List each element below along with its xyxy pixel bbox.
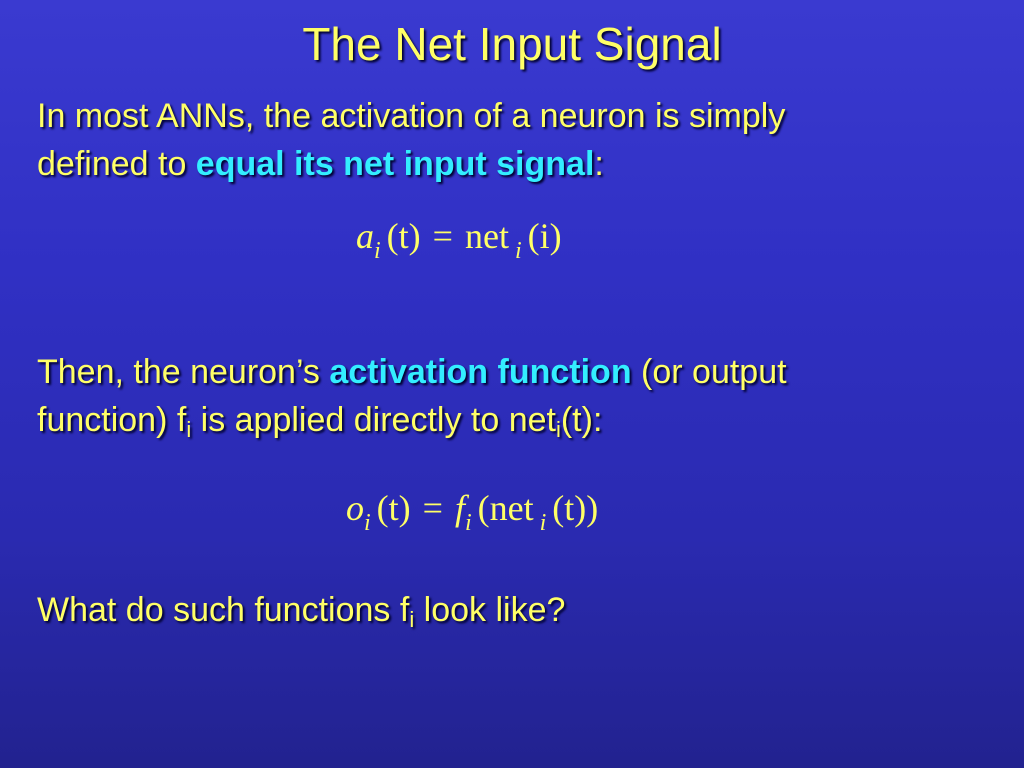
- text-segment: :: [594, 145, 604, 183]
- highlight-net-input-signal: equal its net input signal: [195, 145, 595, 183]
- paragraph-line: defined to equal its net input signal:: [37, 140, 997, 188]
- text-segment: (t):: [560, 401, 603, 439]
- formula-argument: (net: [477, 488, 534, 528]
- text-segment: look like?: [414, 591, 566, 629]
- paragraph-line: What do such functions fi look like?: [37, 586, 997, 634]
- text-segment: (or output: [631, 353, 787, 391]
- formula-argument: (t)): [552, 488, 599, 528]
- paragraph-activation-definition: In most ANNs, the activation of a neuron…: [37, 92, 997, 188]
- formula-function: f: [454, 488, 465, 528]
- formula-argument: (t): [376, 488, 411, 528]
- slide-title: The Net Input Signal: [302, 18, 722, 70]
- subscript: i: [186, 417, 192, 442]
- formula-subscript: i: [374, 238, 381, 264]
- text-segment: Then, the neuron’s: [37, 353, 330, 391]
- text-segment: What do such functions f: [37, 591, 410, 629]
- paragraph-line: function) fi is applied directly to neti…: [37, 396, 997, 444]
- paragraph-line: In most ANNs, the activation of a neuron…: [37, 97, 786, 135]
- subscript: i: [409, 607, 415, 632]
- text-segment: function) f: [37, 401, 187, 439]
- formula-argument: (t): [386, 216, 421, 256]
- formula-argument: (i): [527, 216, 562, 256]
- text-segment: is applied directly to net: [191, 401, 556, 439]
- formula-variable: a: [356, 216, 374, 256]
- formula-subscript: i: [364, 510, 371, 536]
- formula-subscript: i: [539, 510, 547, 536]
- formula-subscript: i: [464, 510, 472, 536]
- formula-equals: =: [422, 488, 443, 528]
- paragraph-line: Then, the neuron’s activation function (…: [37, 348, 997, 396]
- highlight-activation-function: activation function: [329, 353, 632, 391]
- formula-function: net: [464, 216, 509, 256]
- paragraph-question: What do such functions fi look like?: [37, 586, 997, 634]
- formula-variable: o: [346, 488, 364, 528]
- text-segment: defined to: [37, 145, 196, 183]
- formula-subscript: i: [514, 238, 522, 264]
- paragraph-activation-function: Then, the neuron’s activation function (…: [37, 348, 997, 444]
- formula-equals: =: [432, 216, 453, 256]
- subscript: i: [555, 417, 561, 442]
